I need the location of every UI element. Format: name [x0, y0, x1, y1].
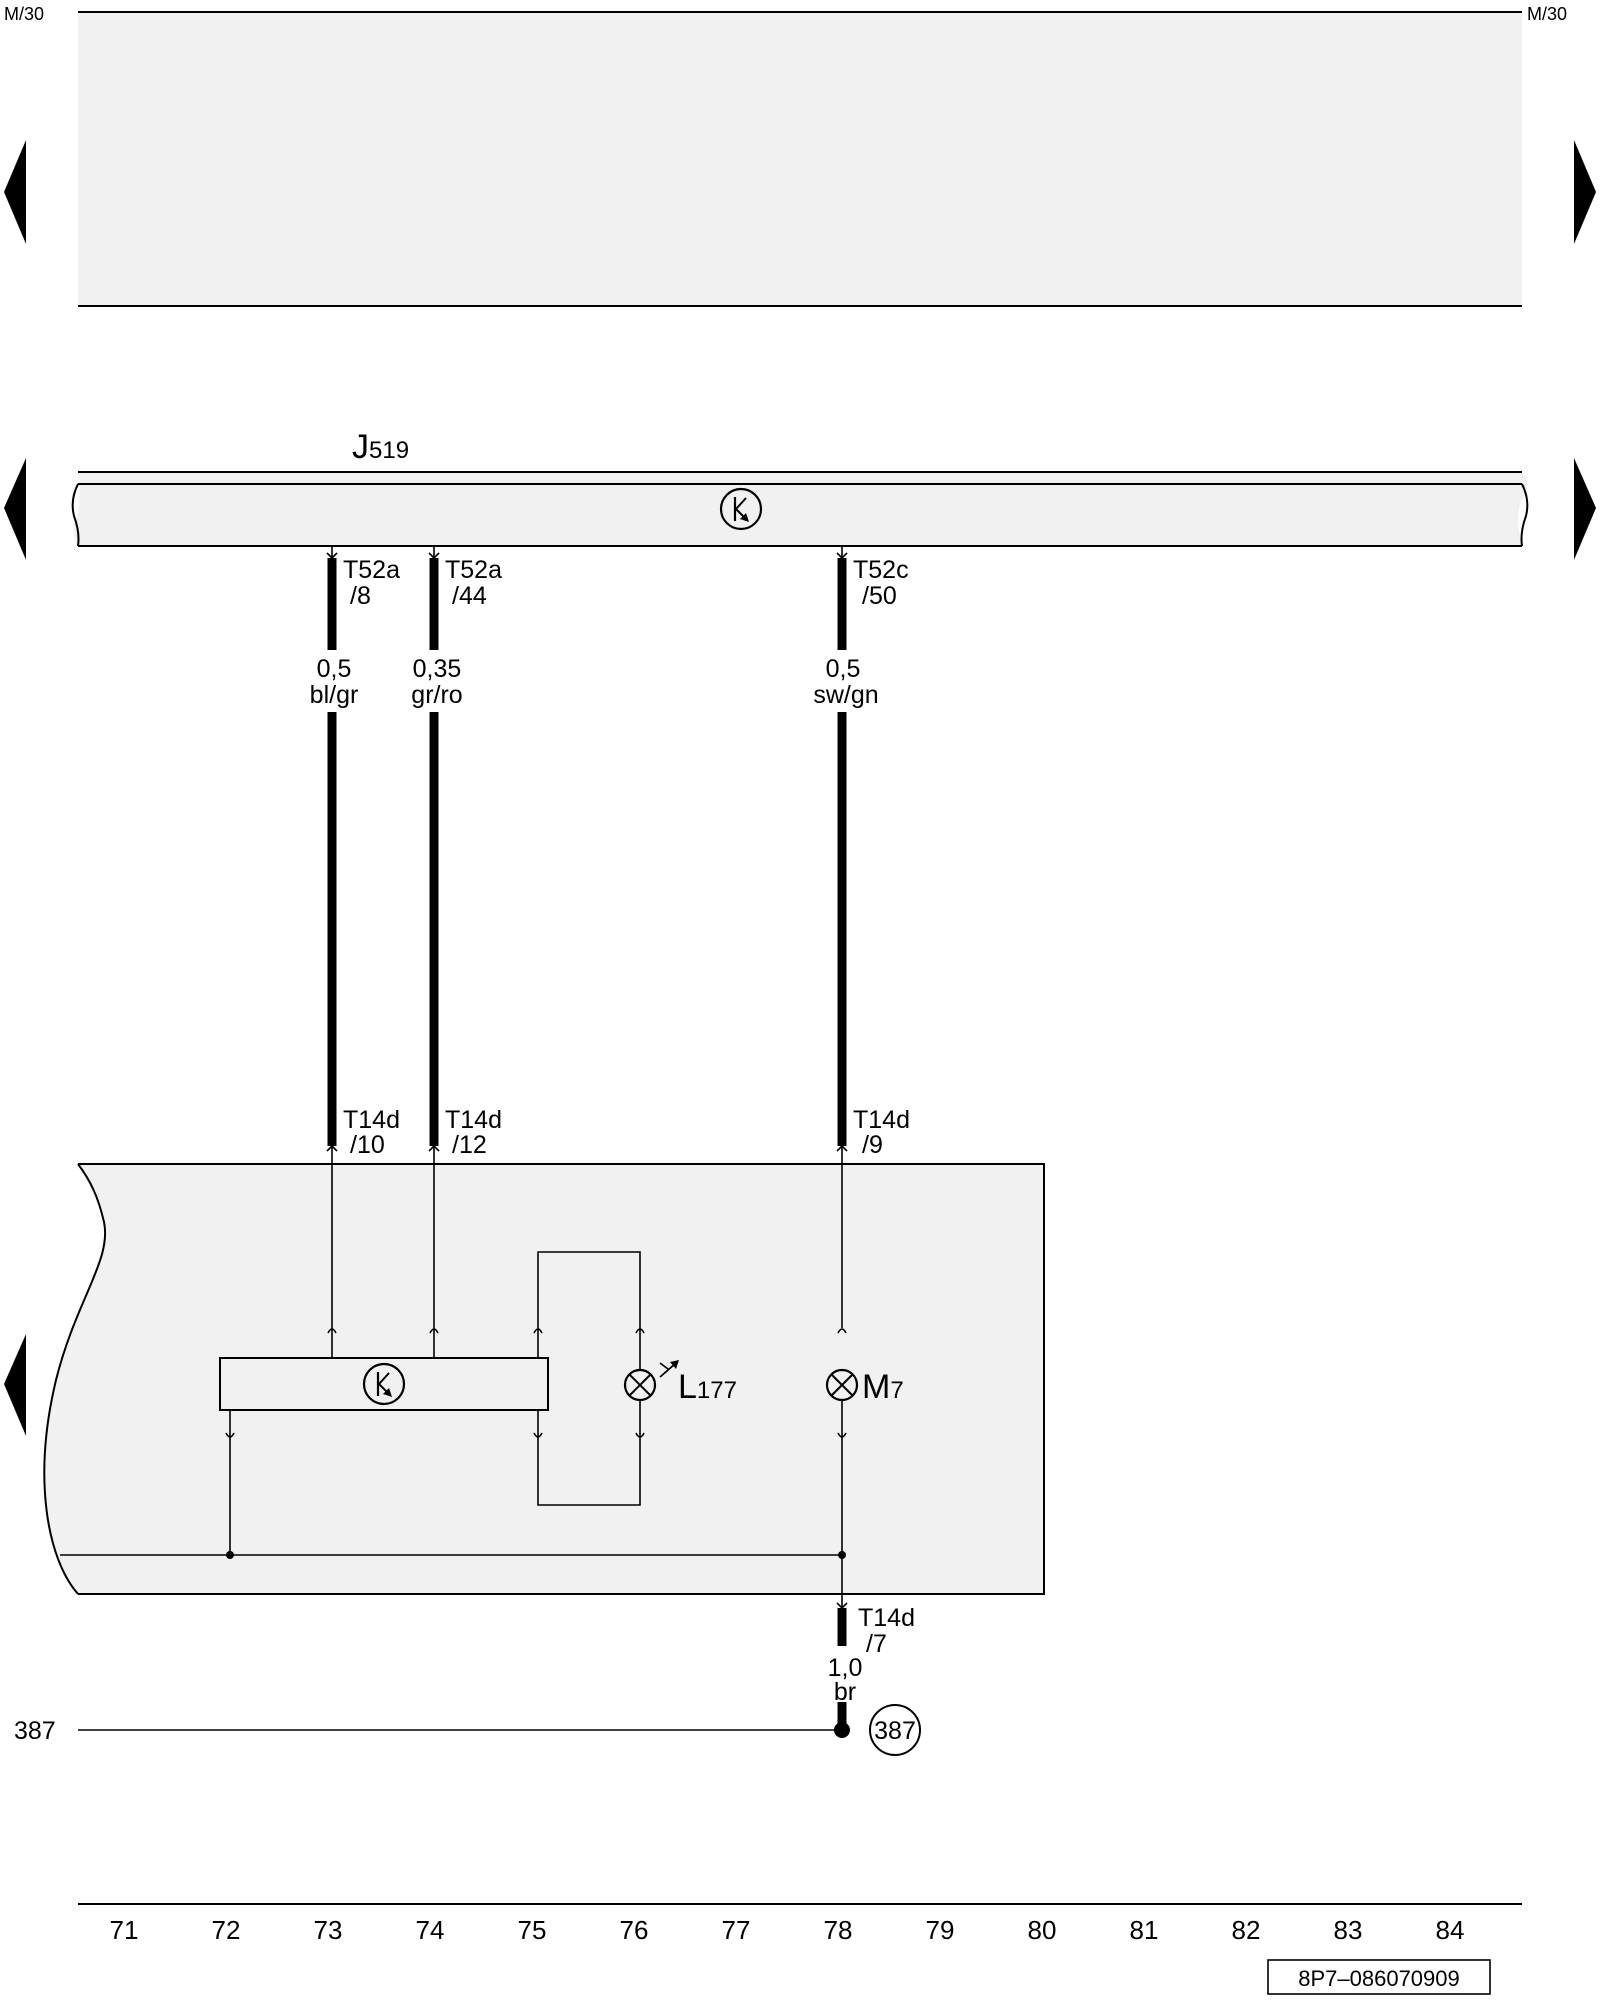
wire-color: br — [834, 1678, 856, 1706]
scale-number: 76 — [620, 1915, 649, 1945]
drawing-code: 8P7–086070909 — [1298, 1966, 1460, 1991]
scale-number: 84 — [1436, 1915, 1465, 1945]
page-arrow-icon[interactable] — [4, 458, 26, 560]
scale-number: 72 — [212, 1915, 241, 1945]
connector-label: T14d — [445, 1106, 502, 1134]
wire-size: 1,0 — [828, 1654, 863, 1682]
drawing-code-box — [1267, 1959, 1491, 1995]
wire-color: bl/gr — [310, 681, 359, 709]
wire-size: 0,5 — [826, 655, 861, 683]
wire-color: gr/ro — [411, 681, 462, 709]
scale-number: 73 — [314, 1915, 343, 1945]
control-unit-j519: J519 — [71, 428, 1529, 547]
component-number: 519 — [369, 437, 409, 464]
component-number: 177 — [697, 1377, 737, 1404]
connector-label: T52a — [343, 556, 400, 584]
transistor-icon — [719, 487, 763, 531]
scale-number: 79 — [926, 1915, 955, 1945]
svg-text:M7: M7 — [862, 1368, 904, 1406]
page-arrow-icon[interactable] — [4, 1334, 26, 1436]
page-arrow-icon[interactable] — [1574, 458, 1596, 560]
scale-number: 82 — [1232, 1915, 1261, 1945]
connector-label: T14d — [343, 1106, 400, 1134]
scale-number: 83 — [1334, 1915, 1363, 1945]
scale-number: 74 — [416, 1915, 445, 1945]
svg-text:J519: J519 — [352, 428, 409, 466]
connector-label: T52a — [445, 556, 502, 584]
page-ref-right: M/30 — [1527, 4, 1567, 24]
scale-number: 81 — [1130, 1915, 1159, 1945]
component-letter: L — [678, 1368, 697, 1406]
ground-ref-left: 387 — [14, 1717, 56, 1745]
connector-label: T52c — [853, 556, 909, 584]
bulb-icon — [825, 1368, 859, 1402]
scale-number: 78 — [824, 1915, 853, 1945]
page-arrow-icon[interactable] — [4, 140, 26, 244]
scale: 71 72 73 74 75 76 77 78 79 80 81 82 83 84 — [110, 1915, 1465, 1945]
page-arrow-icon[interactable] — [1574, 140, 1596, 244]
wire-78 — [836, 546, 848, 1160]
top-panel — [78, 11, 1522, 307]
connector-pin: /12 — [452, 1131, 487, 1159]
wire-73 — [326, 546, 338, 1160]
scale-number: 75 — [518, 1915, 547, 1945]
led-indicator-icon — [623, 1360, 679, 1402]
wire-size: 0,35 — [413, 655, 462, 683]
component-number: 7 — [890, 1377, 903, 1404]
internal-circuit — [60, 1160, 847, 1594]
wire-74 — [428, 546, 440, 1160]
page-ref-left: M/30 — [4, 4, 44, 24]
connector-pin: /9 — [862, 1131, 883, 1159]
connector-label: T14d — [853, 1106, 910, 1134]
connector-label: T14d — [858, 1604, 915, 1632]
ground-point-387[interactable]: 387 — [869, 1704, 921, 1756]
wire-size: 0,5 — [317, 655, 352, 683]
svg-text:L177: L177 — [678, 1368, 737, 1406]
scale-number: 77 — [722, 1915, 751, 1945]
connector-pin: /7 — [866, 1630, 887, 1658]
ground-wire — [78, 1594, 850, 1738]
component-letter: J — [352, 428, 369, 466]
connector-pin: /8 — [350, 582, 371, 610]
ground-point-label: 387 — [874, 1717, 916, 1745]
connector-pin: /44 — [452, 582, 487, 610]
transistor-icon — [362, 1362, 406, 1406]
scale-number: 71 — [110, 1915, 139, 1945]
connector-pin: /50 — [862, 582, 897, 610]
component-letter: M — [862, 1368, 890, 1406]
wire-color: sw/gn — [813, 681, 878, 709]
connector-pin: /10 — [350, 1131, 385, 1159]
scale-number: 80 — [1028, 1915, 1057, 1945]
